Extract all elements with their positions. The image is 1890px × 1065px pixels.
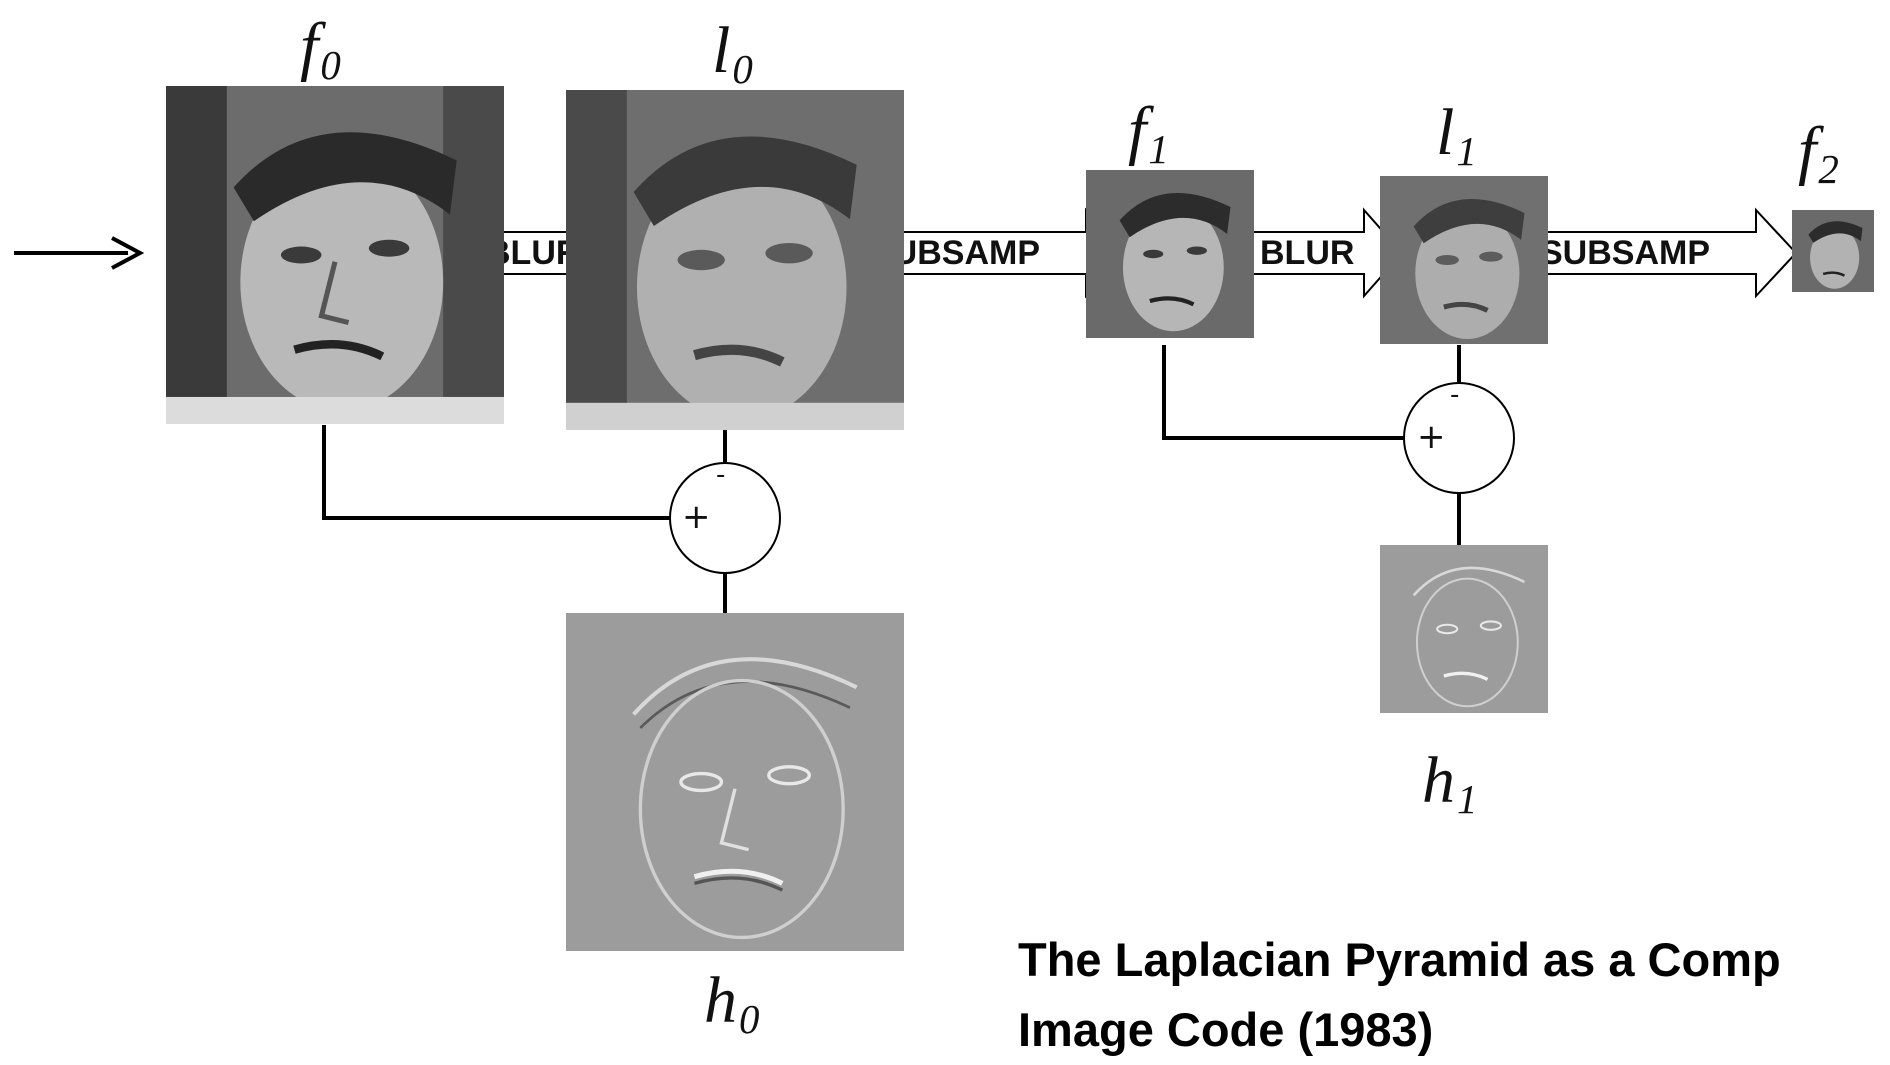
f0-image	[166, 86, 504, 424]
input-arrow	[14, 236, 145, 270]
diagram-connectors	[14, 207, 1798, 615]
h0-label: h0	[704, 964, 760, 1043]
l1-image	[1380, 176, 1548, 344]
subsamp-arrow-2	[1525, 207, 1798, 299]
f1-image	[1086, 170, 1254, 338]
l1-label: l1	[1436, 96, 1477, 175]
sum0-minus-sign: -	[716, 460, 726, 490]
subsamp-label-2: SUBSAMP	[1540, 234, 1711, 272]
h1-image	[1380, 545, 1548, 713]
f2-image	[1792, 210, 1874, 292]
f1-label: f1	[1128, 94, 1169, 173]
caption-line-1: The Laplacian Pyramid as a Comp	[1018, 933, 1781, 986]
f2-label: f2	[1798, 114, 1839, 193]
sum0-plus-sign: +	[682, 497, 711, 537]
laplacian-pyramid-diagram: + - + - BLUR SUBSAMP BLUR SUBSAMP	[14, 10, 1874, 1056]
caption: The Laplacian Pyramid as a Comp Image Co…	[1018, 925, 1781, 1065]
caption-line-2: Image Code (1983)	[1018, 1003, 1434, 1056]
l0-image	[566, 90, 904, 430]
h0-image	[566, 613, 904, 951]
f0-label: f0	[300, 10, 341, 89]
blur-label-2: BLUR	[1260, 234, 1355, 272]
h1-label: h1	[1422, 744, 1478, 823]
l0-label: l0	[712, 14, 753, 93]
sum1-minus-sign: -	[1450, 380, 1460, 410]
f0-to-sum0-line	[322, 425, 670, 520]
f1-to-sum1-line	[1162, 345, 1404, 440]
sum1-plus-sign: +	[1417, 417, 1446, 457]
